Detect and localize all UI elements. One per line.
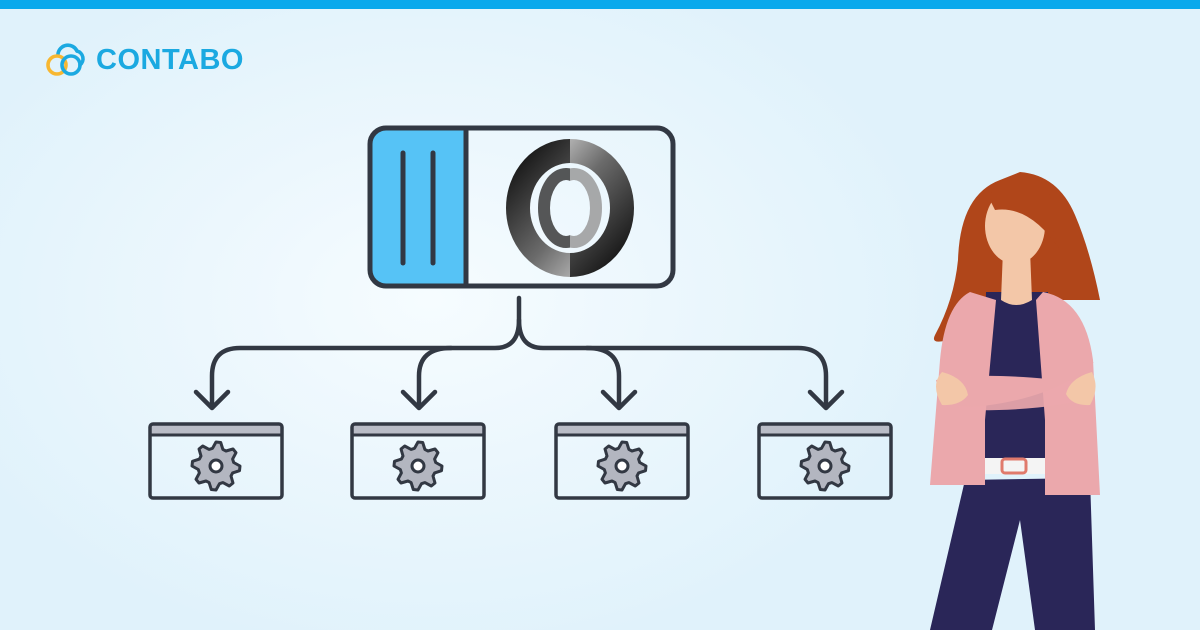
gear-hub bbox=[614, 458, 630, 474]
module-header bbox=[759, 424, 891, 434]
module-header bbox=[352, 424, 484, 434]
module-box-4 bbox=[757, 422, 893, 500]
server-panel bbox=[368, 128, 466, 286]
neck bbox=[1001, 250, 1032, 305]
arrow-stem bbox=[209, 295, 522, 409]
module-box-outline bbox=[350, 422, 486, 500]
module-box-1 bbox=[148, 422, 284, 500]
gear-hub bbox=[410, 458, 426, 474]
hand-right bbox=[1066, 372, 1096, 406]
module-box-3 bbox=[554, 422, 690, 500]
belt bbox=[980, 458, 1060, 474]
json-source-server bbox=[367, 125, 676, 289]
gear-hub bbox=[817, 458, 833, 474]
arrow-head-4 bbox=[807, 389, 845, 411]
module-header bbox=[150, 424, 282, 434]
distribution-arrows bbox=[193, 295, 845, 411]
cloud-rings-icon bbox=[46, 43, 85, 76]
hand-left bbox=[936, 372, 968, 406]
module-box-outline bbox=[757, 422, 893, 500]
top-accent-bar bbox=[0, 0, 1200, 9]
module-box-outline bbox=[554, 422, 690, 500]
module-box-2 bbox=[350, 422, 486, 500]
arrow-head-1 bbox=[193, 389, 231, 411]
server-box-outline bbox=[367, 125, 676, 289]
arrow-head-3 bbox=[600, 389, 638, 411]
belt-buckle bbox=[1000, 457, 1028, 475]
module-header bbox=[556, 424, 688, 434]
module-box-outline bbox=[148, 422, 284, 500]
json-logo-icon bbox=[506, 139, 634, 277]
crossed-arm-front bbox=[936, 362, 1094, 407]
woman-illustration bbox=[930, 172, 1100, 630]
arrow-head-2 bbox=[400, 389, 438, 411]
module-list bbox=[148, 422, 893, 500]
gear-hub bbox=[208, 458, 224, 474]
trousers bbox=[930, 478, 1095, 630]
hair-front bbox=[990, 176, 1060, 250]
contabo-logo[interactable]: CONTABO bbox=[44, 40, 244, 80]
brand-name: CONTABO bbox=[96, 44, 244, 76]
